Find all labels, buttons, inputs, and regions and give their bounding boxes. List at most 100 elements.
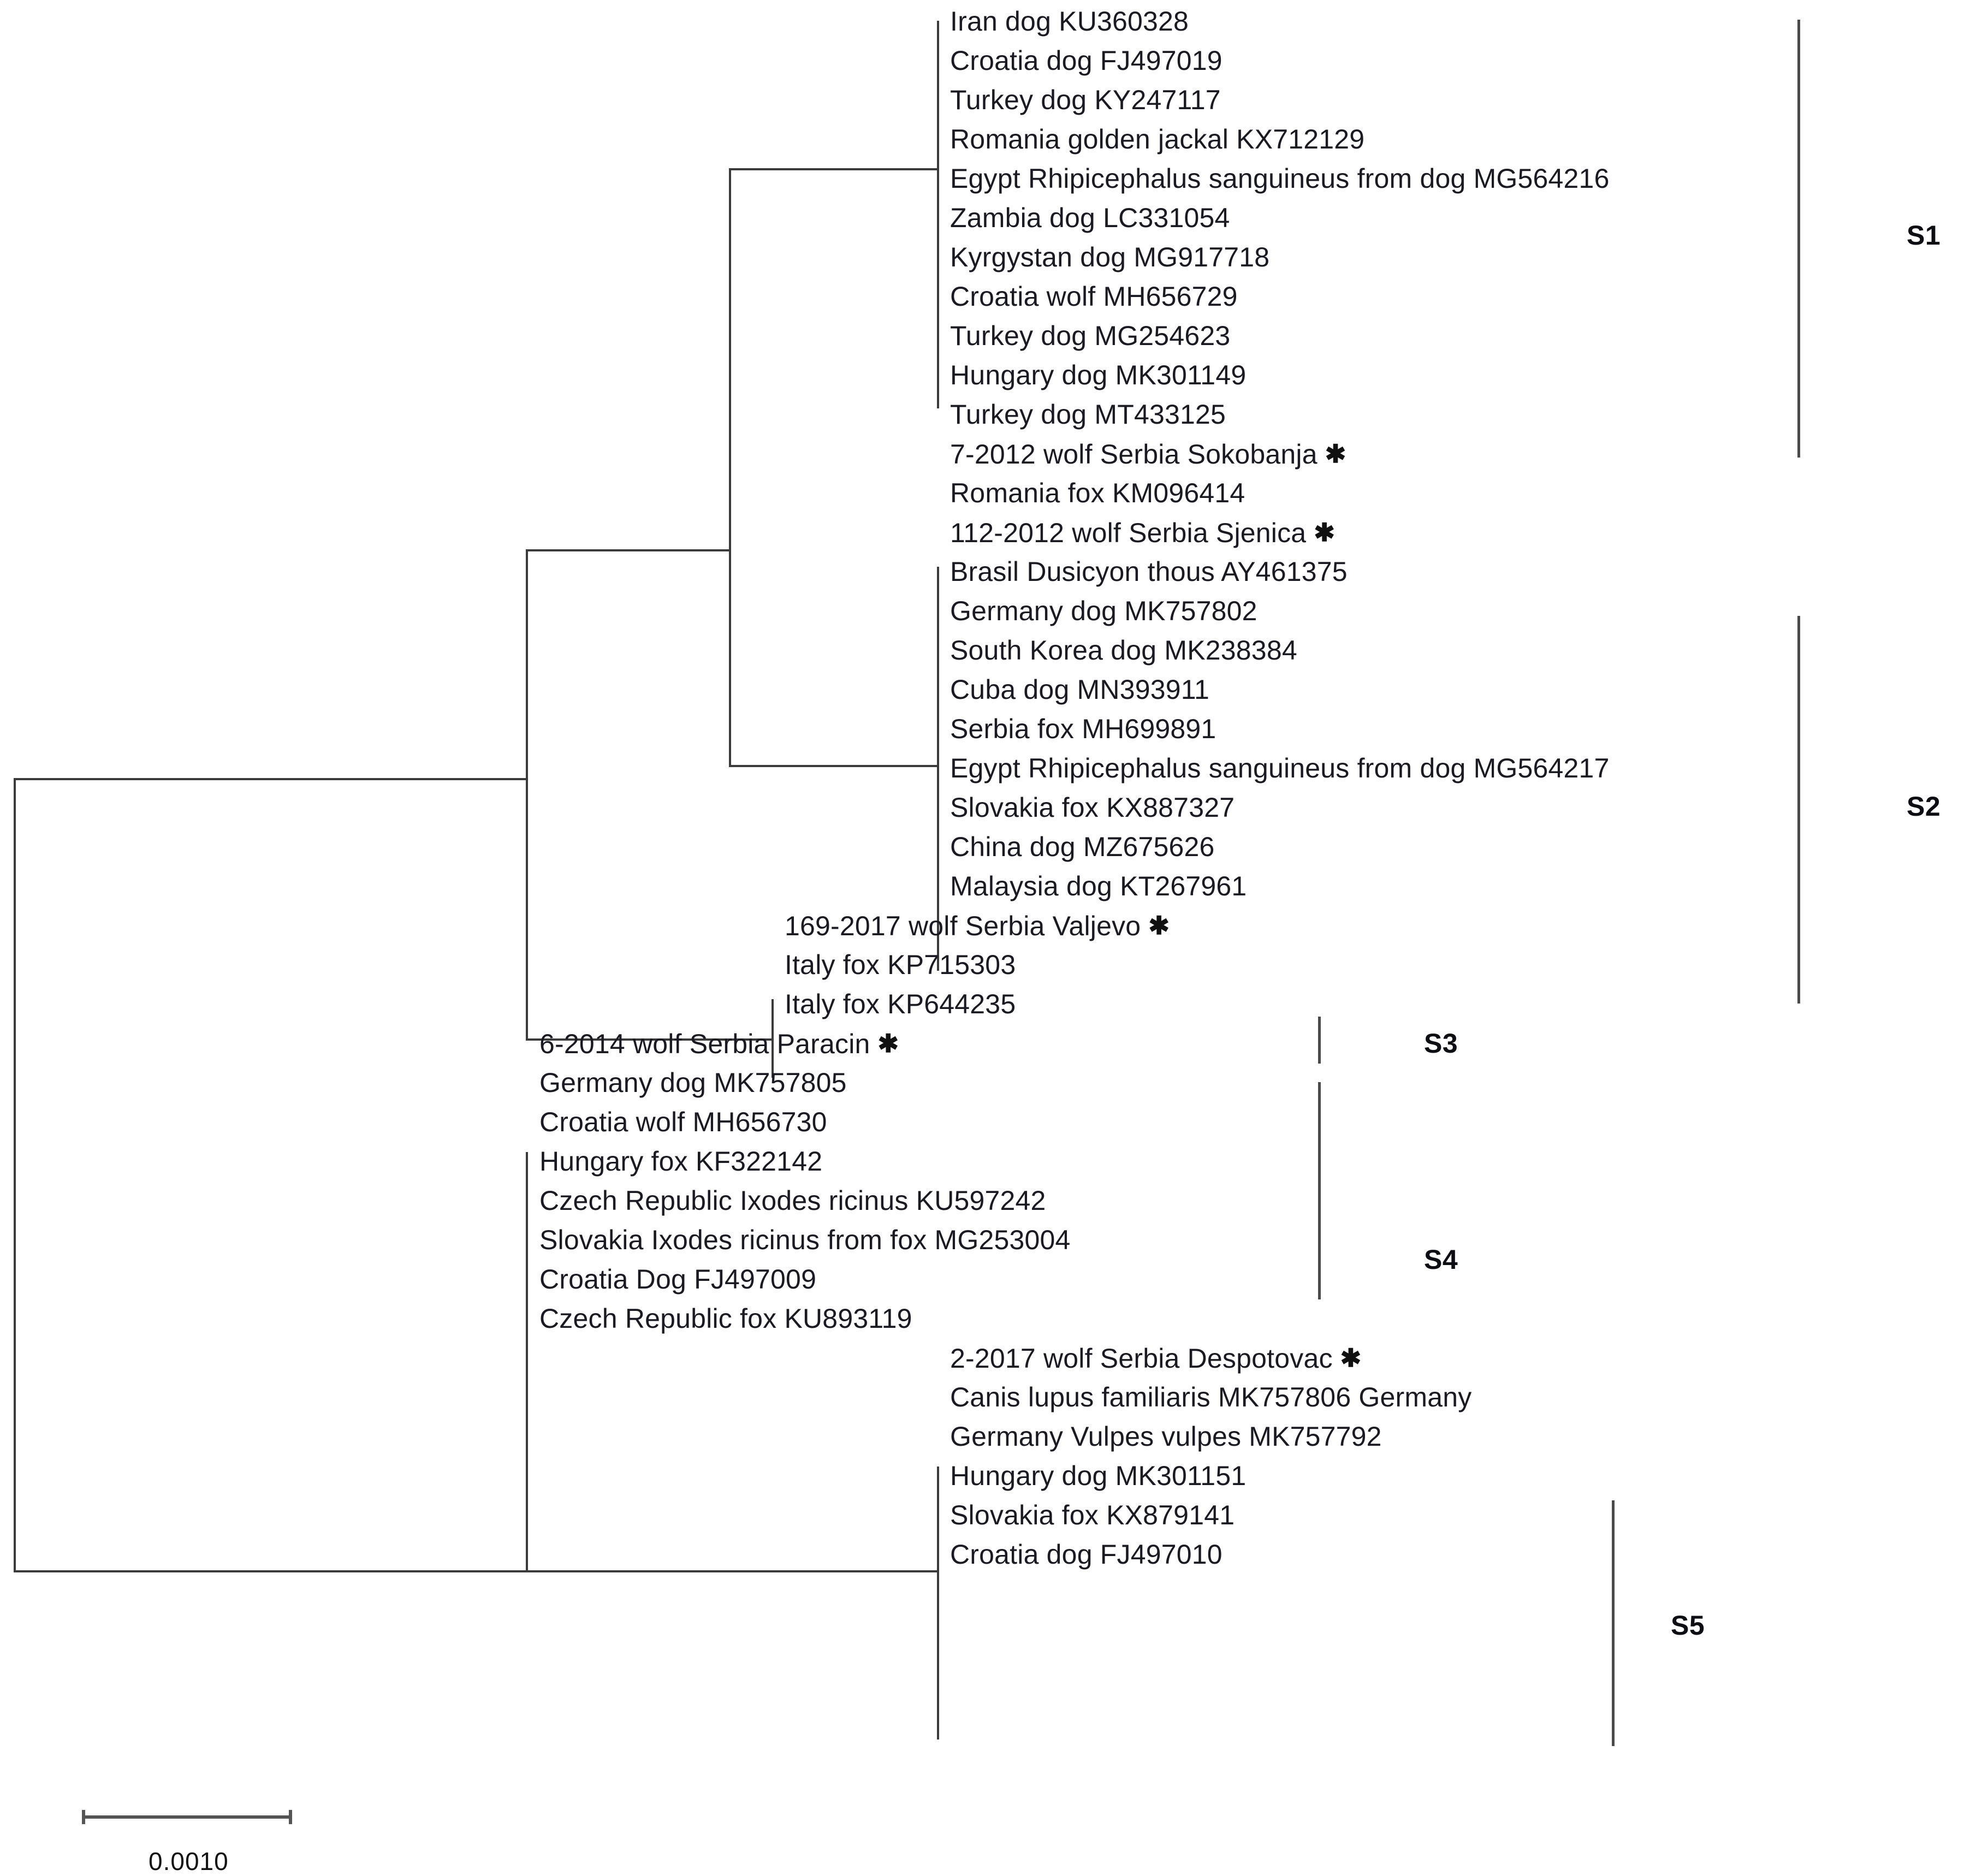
clade-bracket-s4 <box>1318 1082 1321 1299</box>
taxon-text: 169-2017 wolf Serbia Valjevo <box>785 911 1141 941</box>
clade-bracket-s5 <box>1612 1500 1615 1746</box>
taxon-label: Egypt Rhipicephalus sanguineus from dog … <box>950 165 1610 192</box>
s1-spine <box>937 21 939 408</box>
taxon-text: Egypt Rhipicephalus sanguineus from dog … <box>950 163 1610 194</box>
study-sample-marker-icon: ✱ <box>1340 1344 1362 1372</box>
taxon-label: Cuba dog MN393911 <box>950 676 1209 703</box>
taxon-label: Canis lupus familiaris MK757806 Germany <box>950 1384 1471 1411</box>
scale-bar-line <box>82 1815 292 1819</box>
taxon-text: Slovakia Ixodes ricinus from fox MG25300… <box>539 1225 1071 1255</box>
s3-spine <box>772 999 774 1078</box>
taxon-text: Egypt Rhipicephalus sanguineus from dog … <box>950 753 1610 783</box>
root-vertical-branch <box>14 778 16 1572</box>
taxon-label: Croatia wolf MH656729 <box>950 283 1238 310</box>
taxon-label: Hungary dog MK301151 <box>950 1462 1246 1489</box>
study-sample-marker-icon: ✱ <box>877 1029 899 1058</box>
s5-spine <box>937 1467 939 1740</box>
taxon-text: Germany dog MK757805 <box>539 1067 847 1098</box>
taxon-label: Italy fox KP715303 <box>785 951 1016 978</box>
clade-bracket-s2 <box>1797 616 1800 1004</box>
taxon-label: Hungary fox KF322142 <box>539 1148 822 1175</box>
taxon-text: Croatia wolf MH656729 <box>950 281 1238 312</box>
taxon-label: Croatia Dog FJ497009 <box>539 1266 816 1293</box>
taxon-text: Kyrgystan dog MG917718 <box>950 242 1270 272</box>
taxon-text: Czech Republic fox KU893119 <box>539 1303 912 1334</box>
taxon-text: Turkey dog MT433125 <box>950 399 1226 430</box>
taxon-label: Slovakia fox KX879141 <box>950 1501 1235 1529</box>
taxon-label: 7-2012 wolf Serbia Sokobanja✱ <box>950 440 1346 468</box>
clade-label-s1: S1 <box>1907 220 1941 251</box>
taxon-label: Kyrgystan dog MG917718 <box>950 244 1269 271</box>
taxon-label: Turkey dog MG254623 <box>950 322 1230 349</box>
taxon-text: Croatia Dog FJ497009 <box>539 1264 817 1295</box>
taxon-label: Serbia fox MH699891 <box>950 715 1216 743</box>
taxon-label: Turkey dog KY247117 <box>950 86 1221 114</box>
study-sample-marker-icon: ✱ <box>1148 911 1170 940</box>
branch-to-s5-spine <box>526 1570 939 1572</box>
taxon-label: Brasil Dusicyon thous AY461375 <box>950 558 1348 585</box>
taxon-text: Iran dog KU360328 <box>950 6 1189 37</box>
taxon-label: Croatia wolf MH656730 <box>539 1108 827 1136</box>
node-s1-s2-vertical <box>729 168 731 767</box>
taxon-label: Germany dog MK757802 <box>950 597 1257 625</box>
taxon-label: China dog MZ675626 <box>950 833 1214 860</box>
taxon-label: 6-2014 wolf Serbia Paracin✱ <box>539 1030 899 1058</box>
taxon-text: Hungary fox KF322142 <box>539 1146 823 1177</box>
taxon-text: 2-2017 wolf Serbia Despotovac <box>950 1343 1333 1374</box>
clade-label-s2: S2 <box>1907 791 1941 822</box>
taxon-label: Malaysia dog KT267961 <box>950 872 1247 900</box>
taxon-text: Turkey dog MG254623 <box>950 320 1231 351</box>
study-sample-marker-icon: ✱ <box>1325 440 1346 468</box>
clade-label-s5: S5 <box>1671 1610 1705 1641</box>
taxon-text: Croatia dog FJ497010 <box>950 1539 1223 1570</box>
taxon-label: Egypt Rhipicephalus sanguineus from dog … <box>950 755 1610 782</box>
scale-bar-right-cap <box>289 1810 292 1824</box>
taxon-text: Romania golden jackal KX712129 <box>950 124 1365 155</box>
clade-bracket-s1 <box>1797 20 1800 458</box>
taxon-text: 7-2012 wolf Serbia Sokobanja <box>950 439 1318 470</box>
taxon-text: Hungary dog MK301151 <box>950 1461 1247 1491</box>
branch-to-s2-spine <box>729 765 939 767</box>
taxon-label: Croatia dog FJ497010 <box>950 1541 1223 1568</box>
s2-spine <box>937 567 939 971</box>
clade-bracket-s3 <box>1318 1017 1321 1064</box>
taxon-label: Germany dog MK757805 <box>539 1069 847 1096</box>
taxon-label: 112-2012 wolf Serbia Sjenica✱ <box>950 519 1335 547</box>
taxon-text: Italy fox KP644235 <box>785 989 1016 1019</box>
taxon-label: Czech Republic fox KU893119 <box>539 1305 912 1332</box>
taxon-label: Hungary dog MK301149 <box>950 361 1246 389</box>
taxon-text: Malaysia dog KT267961 <box>950 871 1247 901</box>
branch-root-to-upper-node <box>14 778 528 780</box>
s4-s5-spine <box>526 1152 528 1571</box>
taxon-text: Canis lupus familiaris MK757806 Germany <box>950 1382 1472 1412</box>
taxon-text: Germany dog MK757802 <box>950 596 1257 626</box>
scale-bar-label: 0.0010 <box>149 1847 229 1875</box>
branch-to-s1-s2-ancestor <box>526 549 731 551</box>
study-sample-marker-icon: ✱ <box>1314 518 1336 547</box>
taxon-text: South Korea dog MK238384 <box>950 635 1297 666</box>
taxon-label: Turkey dog MT433125 <box>950 401 1226 428</box>
taxon-label: Italy fox KP644235 <box>785 990 1016 1018</box>
clade-label-s3: S3 <box>1424 1028 1458 1059</box>
branch-to-s1-spine <box>729 168 939 170</box>
taxon-label: Croatia dog FJ497019 <box>950 47 1223 74</box>
taxon-text: Slovakia fox KX879141 <box>950 1500 1235 1530</box>
taxon-text: Cuba dog MN393911 <box>950 674 1210 705</box>
taxon-text: Slovakia fox KX887327 <box>950 792 1235 823</box>
taxon-text: 6-2014 wolf Serbia Paracin <box>539 1029 870 1059</box>
node-upper-vertical <box>526 549 528 1041</box>
taxon-text: Hungary dog MK301149 <box>950 360 1247 390</box>
taxon-text: Romania fox KM096414 <box>950 478 1245 508</box>
taxon-label: Germany Vulpes vulpes MK757792 <box>950 1423 1382 1450</box>
taxon-text: Italy fox KP715303 <box>785 949 1016 980</box>
branch-to-s3-ancestor <box>526 1038 774 1041</box>
taxon-text: China dog MZ675626 <box>950 832 1215 862</box>
taxon-text: Serbia fox MH699891 <box>950 714 1216 744</box>
taxon-text: Germany Vulpes vulpes MK757792 <box>950 1421 1382 1452</box>
scale-bar-left-cap <box>82 1810 85 1824</box>
taxon-label: Slovakia fox KX887327 <box>950 794 1235 821</box>
taxon-text: 112-2012 wolf Serbia Sjenica <box>950 518 1307 548</box>
taxon-text: Croatia wolf MH656730 <box>539 1107 827 1137</box>
taxon-label: 169-2017 wolf Serbia Valjevo✱ <box>785 912 1170 940</box>
